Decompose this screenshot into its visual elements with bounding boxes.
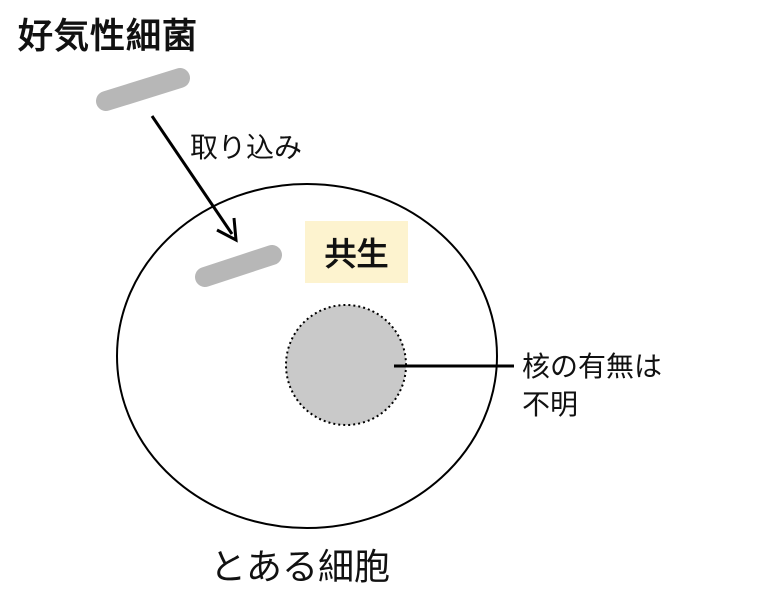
nucleus-note-line1: 核の有無は (522, 350, 663, 383)
nucleus-note-line2: 不明 (522, 388, 579, 421)
nucleus (285, 304, 407, 426)
intake-arrow (150, 115, 234, 235)
host-cell-outline (116, 183, 498, 529)
nucleus-note: 核の有無は 不明 (522, 348, 662, 424)
intake-arrowhead (216, 217, 238, 243)
uptake-label: 取り込み (190, 131, 303, 164)
internal-bacterium (195, 245, 282, 287)
symbiosis-label: 共生 (305, 221, 408, 283)
cell-label: とある細胞 (210, 547, 391, 588)
diagram-title: 好気性細菌 (18, 17, 199, 57)
free-bacterium (96, 68, 190, 111)
